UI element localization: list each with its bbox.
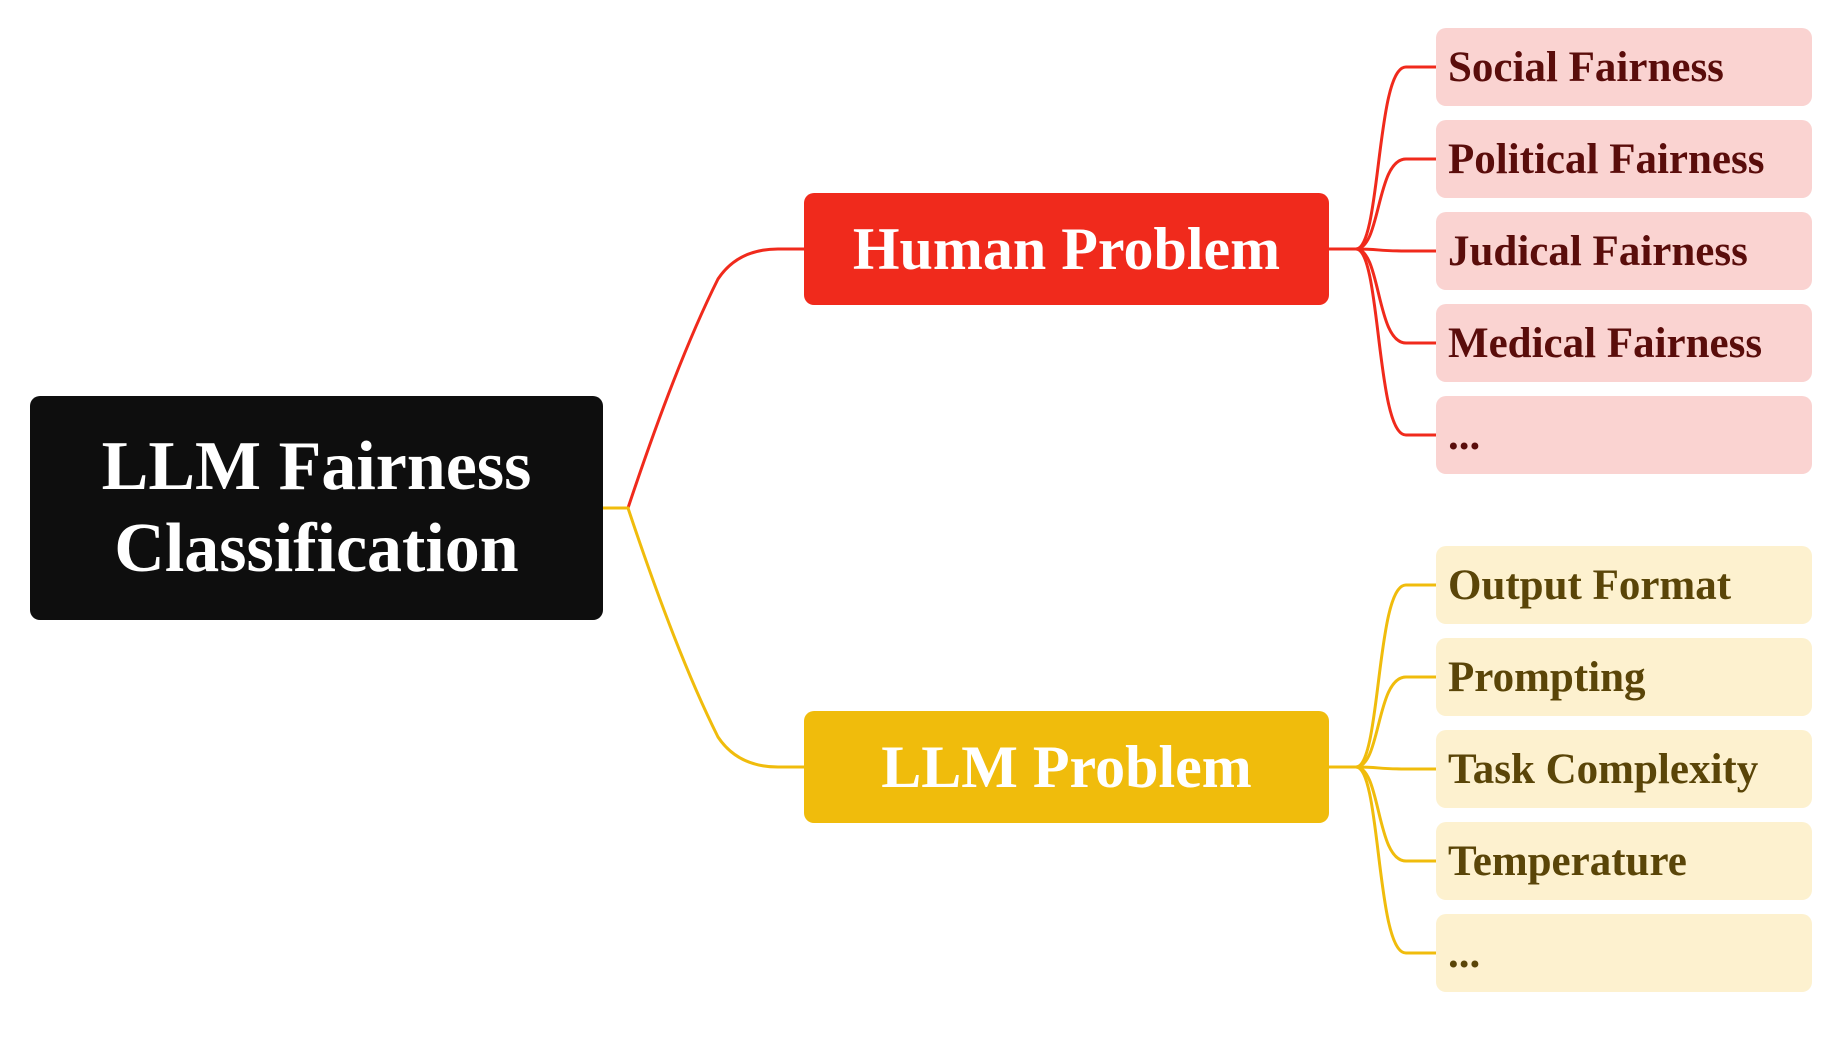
- branch-label: LLM Problem: [881, 733, 1252, 800]
- root-title-line-1: LLM Fairness: [101, 428, 532, 505]
- leaf-judical-fairness[interactable]: Judical Fairness: [1436, 212, 1812, 290]
- connector-branch-0-leaf-3: [1329, 247, 1436, 345]
- connector-branch-0-leaf-0: [1329, 65, 1436, 251]
- leaf-prompting[interactable]: Prompting: [1436, 638, 1812, 716]
- branch-node-human-problem[interactable]: Human Problem: [804, 193, 1329, 305]
- leaf-political-fairness[interactable]: Political Fairness: [1436, 120, 1812, 198]
- connector-branch-1-leaf-3: [1329, 765, 1436, 863]
- connector-branch-1-leaf-0: [1329, 583, 1436, 769]
- branch-node-llm-problem[interactable]: LLM Problem: [804, 711, 1329, 823]
- leaf-social-fairness[interactable]: Social Fairness: [1436, 28, 1812, 106]
- connector-branch-1-leaf-4: [1329, 765, 1436, 955]
- leaf-temperature[interactable]: Temperature: [1436, 822, 1812, 900]
- leaf-label: ...: [1448, 411, 1481, 459]
- leaf-label: Social Fairness: [1448, 43, 1724, 91]
- leaf-medical-fairness[interactable]: Medical Fairness: [1436, 304, 1812, 382]
- leaf-label: Output Format: [1448, 561, 1732, 609]
- connector-branch-0-leaf-4: [1329, 247, 1436, 437]
- leaf-label: Medical Fairness: [1448, 319, 1763, 367]
- leaf-label: Political Fairness: [1448, 135, 1765, 183]
- root-node[interactable]: LLM Fairness Classification: [30, 396, 603, 620]
- leaf-llm-more[interactable]: ...: [1436, 914, 1812, 992]
- branch-label: Human Problem: [852, 215, 1281, 282]
- leaf-task-complexity[interactable]: Task Complexity: [1436, 730, 1812, 808]
- leaf-human-more[interactable]: ...: [1436, 396, 1812, 474]
- connector-branch-1-leaf-1: [1329, 675, 1436, 769]
- leaf-output-format[interactable]: Output Format: [1436, 546, 1812, 624]
- connector-root-human: [603, 247, 804, 510]
- connector-root-llm: [603, 506, 804, 769]
- leaf-label: ...: [1448, 929, 1481, 977]
- leaf-label: Temperature: [1448, 837, 1687, 885]
- leaf-label: Task Complexity: [1448, 745, 1759, 793]
- connector-branch-0-leaf-1: [1329, 157, 1436, 251]
- leaf-label: Prompting: [1448, 653, 1646, 701]
- root-title-line-2: Classification: [114, 510, 519, 587]
- leaf-label: Judical Fairness: [1448, 227, 1748, 275]
